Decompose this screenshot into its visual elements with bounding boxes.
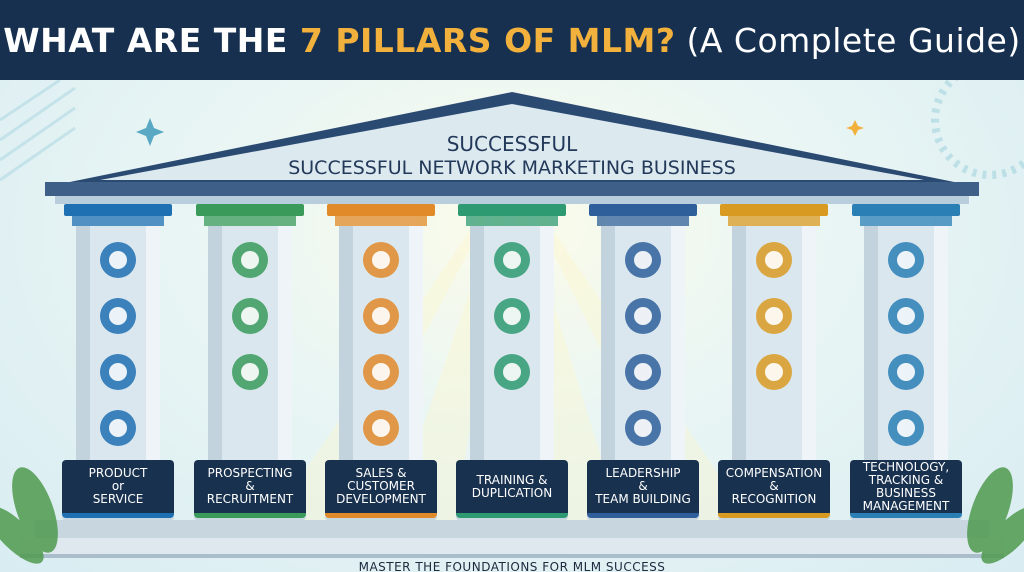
temple-base [20,520,1004,558]
pillar-label-text: PROSPECTING & RECRUITMENT [206,466,294,506]
pillar-highlight [540,226,554,462]
pillar-shade [208,226,222,462]
money-bag-icon [756,298,792,334]
pillar-label-3: SALES & CUSTOMER DEVELOPMENT [325,460,437,518]
temple-roof [45,92,979,204]
compass-icon [625,410,661,446]
pillar-shade [339,226,353,462]
pillar-shade [601,226,615,462]
pillar-capital-band [72,216,164,226]
pillar-highlight [409,226,423,462]
package-box-icon [100,298,136,334]
pillar-label-text: SALES & CUSTOMER DEVELOPMENT [336,466,426,506]
mentor-icon [494,242,530,278]
gear-icon [888,410,924,446]
team-icon [625,298,661,334]
leaves-right [967,467,1024,564]
people-group-icon [232,298,268,334]
pillar-capital [852,204,960,216]
pillar-label-2: PROSPECTING & RECRUITMENT [194,460,306,518]
discount-icon [363,298,399,334]
roof-title-line1: SUCCESSFUL [446,132,578,156]
pillar-shade [470,226,484,462]
shopping-bag-icon [363,242,399,278]
pillar-capital-band [597,216,689,226]
checkmark-badge-icon [100,354,136,390]
pillar-capital-band [335,216,427,226]
pillar-highlight [934,226,948,462]
pillar-capital [196,204,304,216]
handshake-icon [232,354,268,390]
hands-together-icon [232,242,268,278]
corner-circle-right [931,80,1024,179]
pillar-capital [458,204,566,216]
pillar-label-text: LEADERSHIP & TEAM BUILDING [595,466,691,506]
pillar-highlight [802,226,816,462]
presenter-icon [494,354,530,390]
pillar-label-5: LEADERSHIP & TEAM BUILDING [587,460,699,518]
title-banner: WHAT ARE THE 7 PILLARS OF MLM? (A Comple… [0,0,1024,80]
pillar-capital [327,204,435,216]
pillar-highlight [671,226,685,462]
pillar-capital [720,204,828,216]
shield-check-icon [100,242,136,278]
title-start: WHAT ARE THE [3,20,300,60]
pillar-label-7: TECHNOLOGY, TRACKING & BUSINESS MANAGEME… [850,460,962,518]
page-title: WHAT ARE THE 7 PILLARS OF MLM? (A Comple… [3,21,1021,60]
pillar-label-text: TRAINING & DUPLICATION [471,472,553,500]
title-accent: 7 PILLARS OF MLM? [299,20,676,60]
cloud-sync-icon [888,242,924,278]
pillar-highlight [278,226,292,462]
handshake-icon [625,354,661,390]
roof-title-line2: SUCCESSFUL NETWORK MARKETING BUSINESS [288,157,736,179]
megaphone-icon [100,410,136,446]
pillar-label-text: TECHNOLOGY, TRACKING & BUSINESS MANAGEME… [862,459,950,513]
climbing-stairs-icon [625,242,661,278]
title-end: (A Complete Guide) [675,20,1021,60]
award-medal-icon [756,354,792,390]
pillar-highlight [146,226,160,462]
pillar-label-6: COMPENSATION & RECOGNITION [718,460,830,518]
pillar-capital [589,204,697,216]
footer-tagline: MASTER THE FOUNDATIONS FOR MLM SUCCESS [358,560,666,572]
pillar-shade [732,226,746,462]
sparkle-icon [136,118,864,146]
leaves-left [0,467,58,564]
cycle-arrows-icon [494,298,530,334]
pillar-capital-band [466,216,558,226]
pillar-capital-band [728,216,820,226]
pillar-shade [864,226,878,462]
pillar-capital-band [204,216,296,226]
pillar-shade [76,226,90,462]
growth-chart-icon [888,298,924,334]
pillar-label-text: PRODUCT or SERVICE [88,466,148,506]
pillar-label-text: COMPENSATION & RECOGNITION [725,466,823,506]
customers-icon [363,410,399,446]
pillar-label-1: PRODUCT or SERVICE [62,460,174,518]
coins-icon [756,242,792,278]
pillar-label-4: TRAINING & DUPLICATION [456,460,568,518]
pillar-capital-band [860,216,952,226]
chat-bubbles-icon [363,354,399,390]
corner-stripes-left [0,80,76,182]
temple-scene [0,80,1024,564]
pillar-capital [64,204,172,216]
laptop-dashboard-icon [888,354,924,390]
